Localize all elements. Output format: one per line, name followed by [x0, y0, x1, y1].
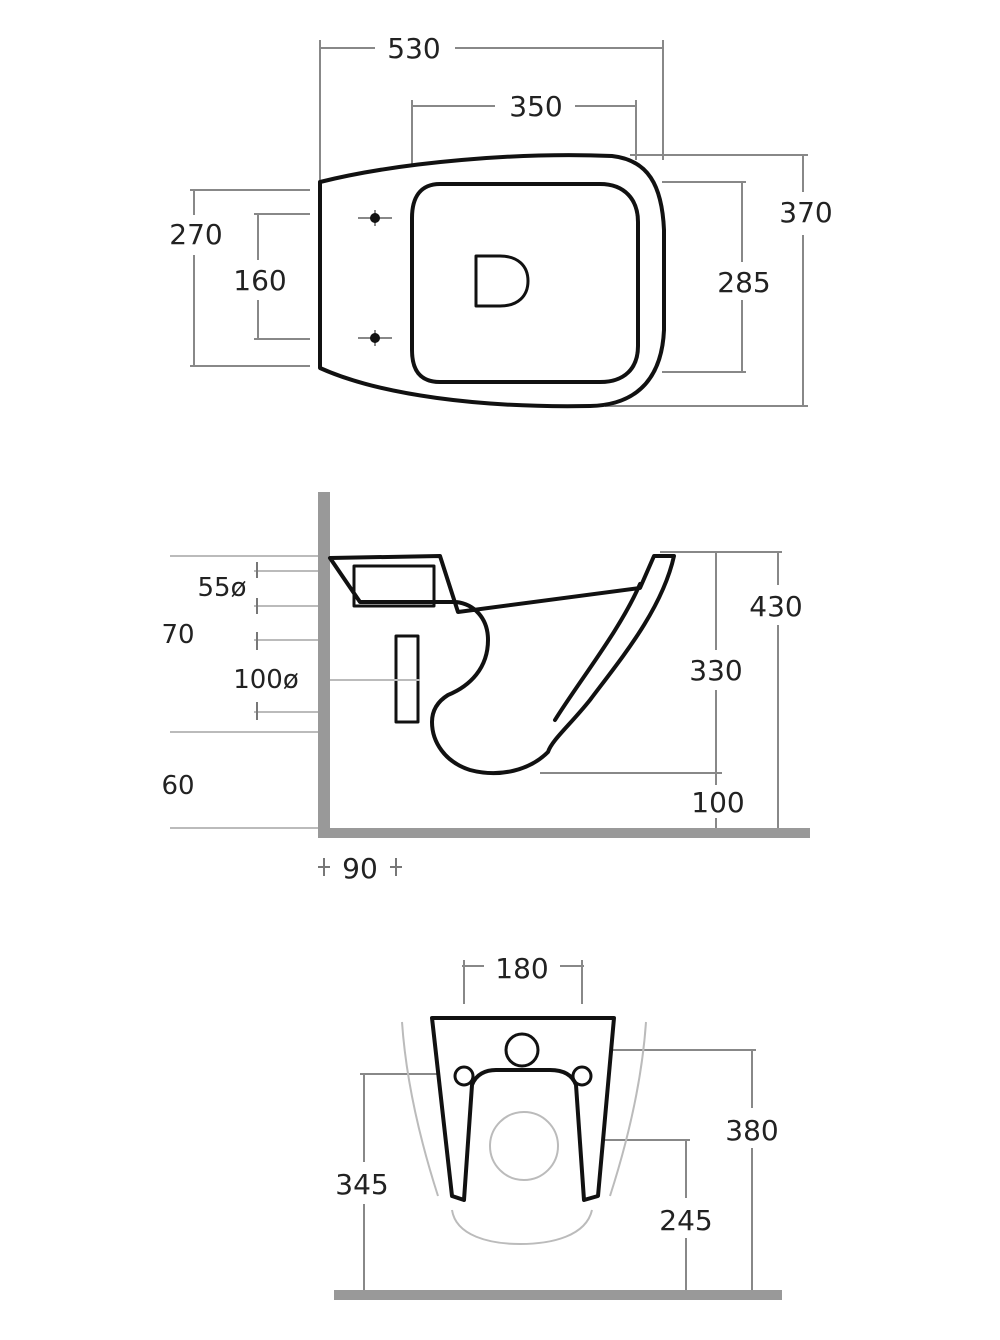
dim-label-outlet-height-partial: 60 [161, 771, 194, 801]
dim-label-overall-length: 530 [387, 32, 440, 65]
d-logo-icon [474, 254, 530, 308]
rear-view-fixing-hole-left [453, 1065, 475, 1087]
floor [318, 828, 810, 838]
dim-label-outlet-height: 245 [659, 1204, 712, 1237]
dim-label-outlet-diameter: 100ø [233, 665, 299, 695]
side-view-pan-outline [328, 554, 676, 776]
dim-label-inlet-diameter: 55ø [198, 573, 247, 603]
rear-view: 180 345 380 245 [334, 952, 782, 1300]
top-view: 530 350 370 285 270 160 [169, 32, 833, 409]
dim-label-fixing-spacing-top: 160 [233, 264, 286, 297]
dim-label-rear-width: 270 [169, 218, 222, 251]
top-view-seat-outline [410, 182, 640, 384]
rear-view-body-outline [430, 1016, 616, 1202]
rear-view-bowl-silhouette [401, 1021, 647, 1246]
dim-label-fixing-spacing-rear: 180 [495, 952, 548, 985]
wall [318, 492, 330, 838]
side-view: 55ø 70 100ø 60 430 330 100 90 [161, 492, 810, 885]
dim-label-fixing-height: 345 [335, 1168, 388, 1201]
side-view-pan-inner [553, 582, 642, 722]
dim-label-overall-width: 370 [779, 196, 832, 229]
dim-label-seat-length: 350 [509, 90, 562, 123]
top-view-fixing-holes [358, 210, 392, 346]
dim-label-bowl-height: 330 [689, 654, 742, 687]
side-view-inlet-pipe [352, 564, 436, 608]
dim-label-inlet-height: 380 [725, 1114, 778, 1147]
side-view-dimension-lines [170, 551, 782, 876]
dim-label-inlet-height-partial: 70 [161, 620, 194, 650]
rear-view-fixing-hole-right [571, 1065, 593, 1087]
dim-label-seat-width: 285 [717, 266, 770, 299]
dim-label-total-height: 430 [749, 590, 802, 623]
dim-label-floor-clearance: 100 [691, 786, 744, 819]
rear-view-outlet-circle [489, 1111, 559, 1181]
dim-label-wall-offset: 90 [342, 852, 378, 885]
top-view-bowl-outline [318, 153, 666, 409]
rear-view-dimension-lines [360, 960, 756, 1290]
rear-view-floor [334, 1290, 782, 1300]
rear-view-inlet-circle [504, 1032, 540, 1068]
top-view-dimension-lines [190, 40, 808, 407]
